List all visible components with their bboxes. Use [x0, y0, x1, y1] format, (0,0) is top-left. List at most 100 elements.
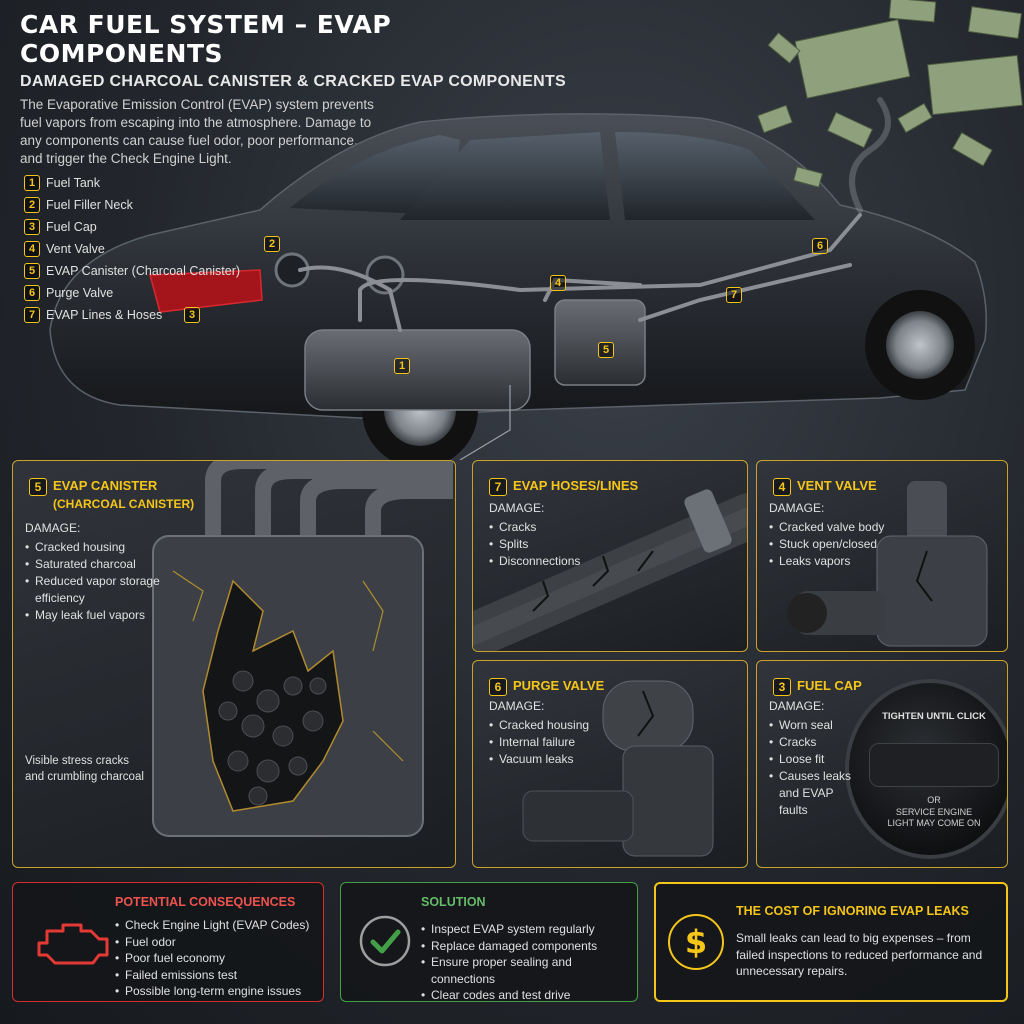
cap-panel-number: 3: [773, 678, 791, 696]
damage-item: Saturated charcoal: [25, 556, 165, 573]
hoses-damage-section: DAMAGE: Cracks Splits Disconnections: [489, 501, 580, 570]
legend-item: 5 EVAP Canister (Charcoal Canister): [24, 260, 240, 282]
callout-1-fuel-tank: 1: [394, 358, 410, 374]
cost-text: Small leaks can lead to big expenses – f…: [736, 931, 983, 978]
intro-text: The Evaporative Emission Control (EVAP) …: [20, 97, 374, 166]
legend-item: 2 Fuel Filler Neck: [24, 194, 240, 216]
legend-item: 6 Purge Valve: [24, 282, 240, 304]
solution-item: Clear codes and test drive: [421, 987, 633, 1004]
callout-3-fuel-cap: 3: [184, 307, 200, 323]
damage-list: Worn seal Cracks Loose fit Causes leaks …: [769, 717, 861, 819]
cost-box: $ THE COST OF IGNORING EVAP LEAKS Small …: [654, 882, 1008, 1002]
damage-item: Causes leaks and EVAP faults: [769, 768, 861, 819]
damage-list: Cracks Splits Disconnections: [489, 519, 580, 570]
damage-item: Splits: [489, 536, 580, 553]
legend-number: 5: [24, 263, 40, 279]
consequence-item: Failed emissions test: [115, 967, 320, 984]
legend-label: EVAP Canister (Charcoal Canister): [46, 264, 241, 278]
canister-panel-title: EVAP CANISTER: [53, 478, 158, 493]
damage-item: Loose fit: [769, 751, 861, 768]
damage-item: Worn seal: [769, 717, 861, 734]
callout-5-canister: 5: [598, 342, 614, 358]
purge-panel-title: PURGE VALVE: [513, 678, 605, 693]
fuel-cap-illustration: TIGHTEN UNTIL CLICK OR SERVICE ENGINE LI…: [845, 679, 1007, 859]
cap-text-bottom: SERVICE ENGINE LIGHT MAY COME ON: [887, 807, 981, 828]
cracked-hose-illustration: [473, 489, 747, 651]
rear-wheel: [362, 352, 478, 460]
cap-text-top: TIGHTEN UNTIL CLICK: [882, 711, 986, 722]
purge-panel-number: 6: [489, 678, 507, 696]
fuel-cap-grip: [869, 743, 999, 787]
page-subtitle: DAMAGED CHARCOAL CANISTER & CRACKED EVAP…: [20, 73, 566, 90]
cost-content: THE COST OF IGNORING EVAP LEAKS Small le…: [736, 904, 1000, 980]
damage-item: Cracked housing: [25, 539, 165, 556]
consequence-item: Possible long-term engine issues: [115, 983, 320, 1000]
legend-number: 2: [24, 197, 40, 213]
fuel-cap-panel: TIGHTEN UNTIL CLICK OR SERVICE ENGINE LI…: [756, 660, 1008, 868]
damage-item: Vacuum leaks: [489, 751, 589, 768]
solution-item: Inspect EVAP system regularly: [421, 921, 633, 938]
damage-list: Cracked housing Internal failure Vacuum …: [489, 717, 589, 768]
vent-panel-number: 4: [773, 478, 791, 496]
consequence-item: Check Engine Light (EVAP Codes): [115, 917, 320, 934]
damage-list: Cracked housing Saturated charcoal Reduc…: [25, 539, 165, 624]
legend-item: 3 Fuel Cap: [24, 216, 240, 238]
damage-item: Cracks: [489, 519, 580, 536]
damage-item: Stuck open/closed: [769, 536, 884, 553]
damage-item: Cracks: [769, 734, 861, 751]
vent-panel-header: 4 VENT VALVE: [773, 477, 877, 496]
consequences-title: POTENTIAL CONSEQUENCES: [115, 895, 296, 909]
canister-panel-subtitle: (CHARCOAL CANISTER): [53, 497, 195, 511]
canister-panel-number: 5: [29, 478, 47, 496]
cap-panel-header: 3 FUEL CAP: [773, 677, 862, 696]
damage-label: DAMAGE:: [489, 501, 545, 515]
solution-item: Replace damaged components: [421, 938, 633, 955]
fuel-tank: [304, 329, 531, 411]
cap-panel-title: FUEL CAP: [797, 678, 862, 693]
damage-item: Cracked valve body: [769, 519, 884, 536]
callout-2-filler-neck: 2: [264, 236, 280, 252]
purge-valve-panel: 6 PURGE VALVE DAMAGE: Cracked housing In…: [472, 660, 748, 868]
cap-damage-section: DAMAGE: Worn seal Cracks Loose fit Cause…: [769, 699, 861, 819]
callout-7-evap-lines: 7: [726, 287, 742, 303]
damage-label: DAMAGE:: [769, 501, 825, 515]
canister-note: Visible stress cracks and crumbling char…: [25, 755, 144, 783]
canister-panel-header: 5 EVAP CANISTER (CHARCOAL CANISTER): [29, 477, 194, 513]
filler-cap: [365, 255, 405, 295]
purge-valve-illustration: [522, 680, 714, 857]
solution-title: SOLUTION: [421, 895, 486, 909]
vent-damage-section: DAMAGE: Cracked valve body Stuck open/cl…: [769, 501, 884, 570]
vent-panel-title: VENT VALVE: [797, 478, 877, 493]
dollar-icon: $: [668, 914, 724, 970]
hoses-panel: 7 EVAP HOSES/LINES DAMAGE: Cracks Splits…: [472, 460, 748, 652]
cost-title: THE COST OF IGNORING EVAP LEAKS: [736, 904, 969, 918]
canister-panel: 5 EVAP CANISTER (CHARCOAL CANISTER) DAMA…: [12, 460, 456, 868]
legend-label: Fuel Cap: [46, 220, 97, 234]
callout-4-vent-valve: 4: [550, 275, 566, 291]
hoses-panel-number: 7: [489, 478, 507, 496]
damage-item: Disconnections: [489, 553, 580, 570]
consequence-item: Fuel odor: [115, 934, 320, 951]
side-window-front: [615, 132, 815, 220]
smoke: [849, 97, 891, 213]
legend-number: 6: [24, 285, 40, 301]
damage-item: Cracked housing: [489, 717, 589, 734]
damage-label: DAMAGE:: [769, 699, 825, 713]
vent-valve-illustration: [787, 481, 988, 647]
damage-item: Internal failure: [489, 734, 589, 751]
damage-list: Cracked valve body Stuck open/closed Lea…: [769, 519, 884, 570]
solution-content: SOLUTION Inspect EVAP system regularly R…: [421, 895, 633, 1004]
legend-label: Fuel Filler Neck: [46, 198, 133, 212]
legend-number: 3: [24, 219, 40, 235]
cap-text-or: OR: [927, 795, 941, 805]
cracked-canister-illustration: [152, 461, 453, 837]
page-title: CAR FUEL SYSTEM – EVAP COMPONENTS: [20, 10, 392, 68]
checkmark-icon: [359, 915, 411, 967]
front-wheel: [865, 290, 975, 400]
vent-valve-panel: 4 VENT VALVE DAMAGE: Cracked valve body …: [756, 460, 1008, 652]
legend-label: Purge Valve: [46, 286, 114, 300]
